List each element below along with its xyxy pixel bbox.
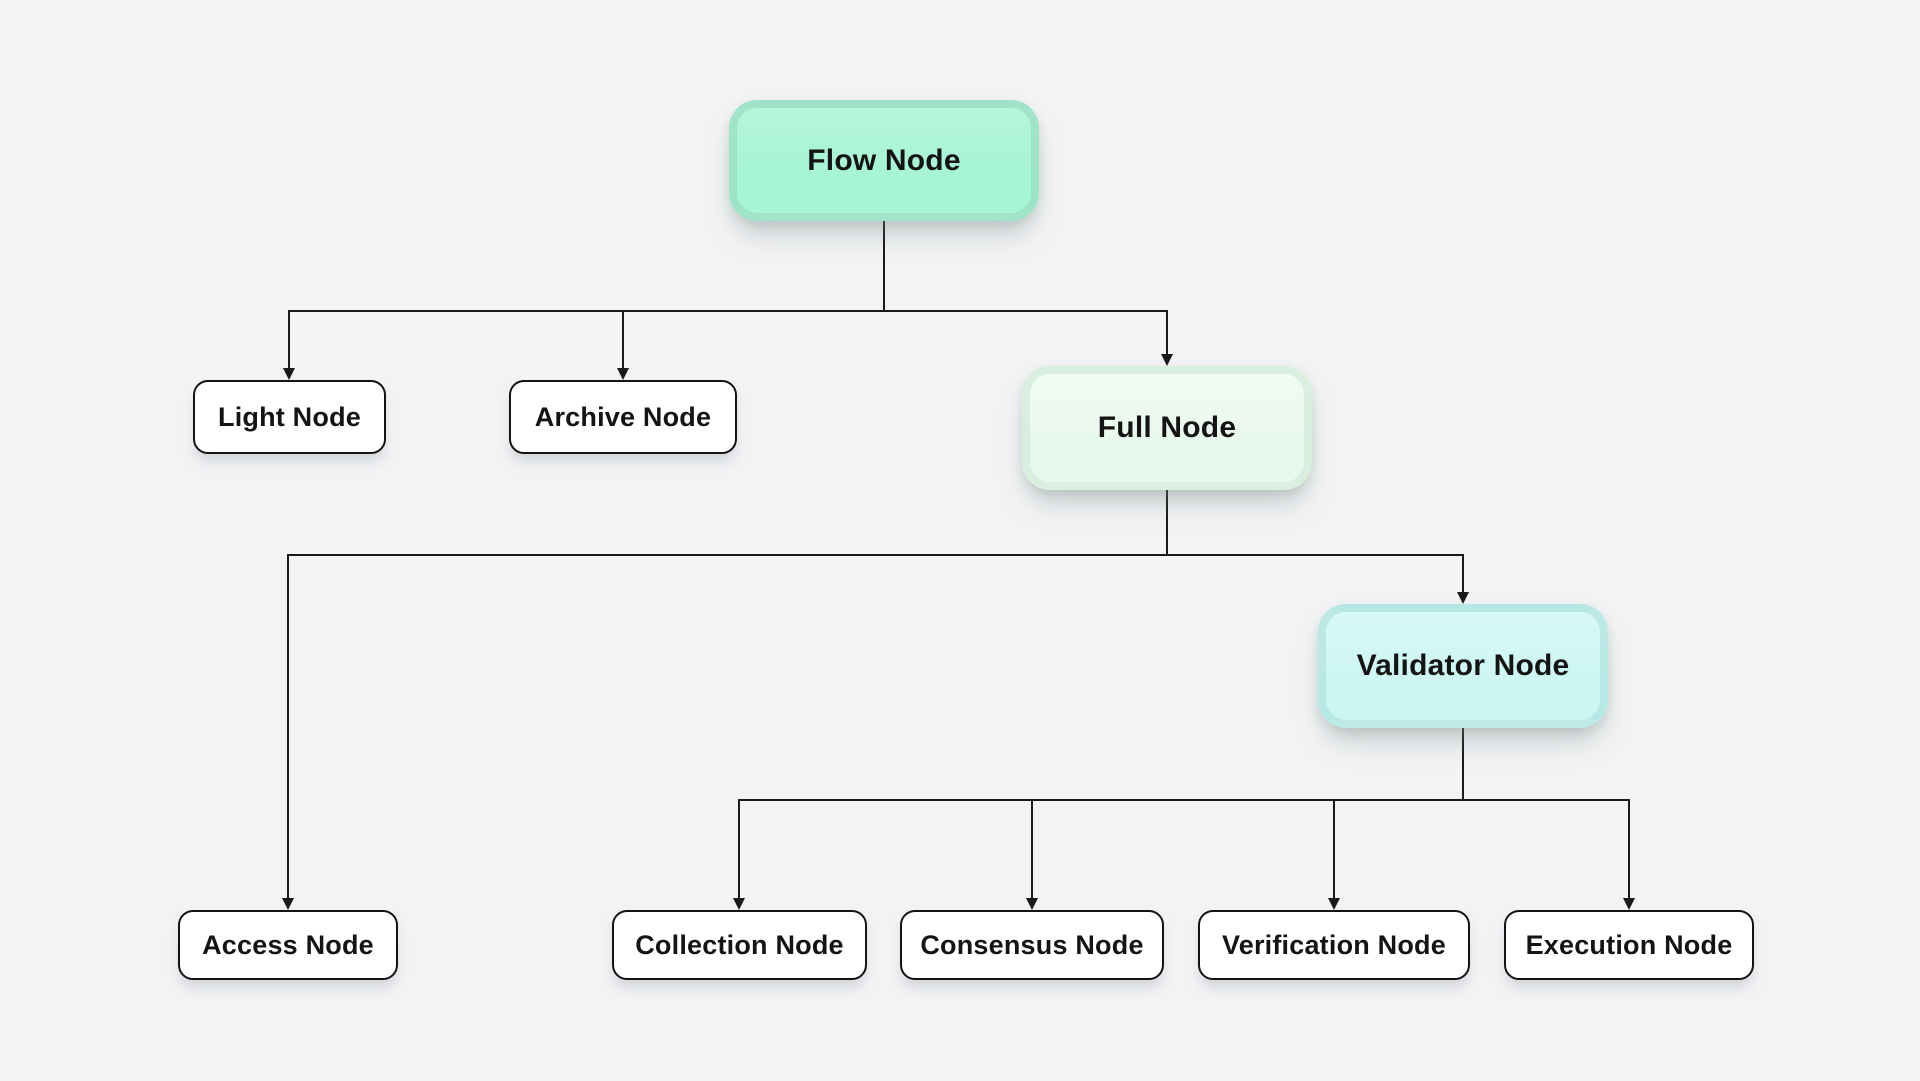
arrowhead-into-consensus-icon xyxy=(1026,898,1038,910)
connector-full-children-rail xyxy=(287,554,1464,556)
arrowhead-into-verification-icon xyxy=(1328,898,1340,910)
node-light: Light Node xyxy=(193,380,386,454)
node-verification-label: Verification Node xyxy=(1222,929,1446,960)
connector-drop-execution xyxy=(1628,799,1630,898)
node-collection-label: Collection Node xyxy=(635,929,844,960)
arrowhead-into-execution-icon xyxy=(1623,898,1635,910)
node-light-label: Light Node xyxy=(218,401,361,432)
node-access-label: Access Node xyxy=(202,929,374,960)
arrowhead-into-validator-icon xyxy=(1457,592,1469,604)
connector-drop-validator xyxy=(1462,554,1464,592)
connector-drop-verification xyxy=(1333,799,1335,898)
connector-drop-full xyxy=(1166,310,1168,354)
node-flow: Flow Node xyxy=(729,100,1039,221)
node-execution-label: Execution Node xyxy=(1525,929,1733,960)
connector-flow-children-rail xyxy=(288,310,1168,312)
connector-drop-collection xyxy=(738,799,740,898)
node-full: Full Node xyxy=(1022,366,1312,490)
arrowhead-into-access-icon xyxy=(282,898,294,910)
connector-drop-archive xyxy=(622,310,624,368)
node-archive-label: Archive Node xyxy=(534,401,712,432)
arrowhead-into-light-icon xyxy=(283,368,295,380)
arrowhead-into-collection-icon xyxy=(733,898,745,910)
node-validator: Validator Node xyxy=(1318,604,1608,728)
connector-drop-light xyxy=(288,310,290,368)
node-consensus-label: Consensus Node xyxy=(920,929,1144,960)
connector-drop-consensus xyxy=(1031,799,1033,898)
node-execution: Execution Node xyxy=(1504,910,1754,980)
connector-flow-stem xyxy=(883,221,885,310)
node-collection: Collection Node xyxy=(612,910,867,980)
connector-validator-children-rail xyxy=(738,799,1630,801)
node-archive: Archive Node xyxy=(509,380,737,454)
arrowhead-into-archive-icon xyxy=(617,368,629,380)
node-full-label: Full Node xyxy=(1097,411,1237,444)
node-verification: Verification Node xyxy=(1198,910,1470,980)
node-validator-label: Validator Node xyxy=(1356,649,1570,682)
node-access: Access Node xyxy=(178,910,398,980)
node-flow-label: Flow Node xyxy=(807,143,961,177)
connector-validator-stem xyxy=(1462,728,1464,799)
node-consensus: Consensus Node xyxy=(900,910,1164,980)
arrowhead-into-full-icon xyxy=(1161,354,1173,366)
connector-drop-access xyxy=(287,554,289,898)
connector-full-stem xyxy=(1166,490,1168,554)
